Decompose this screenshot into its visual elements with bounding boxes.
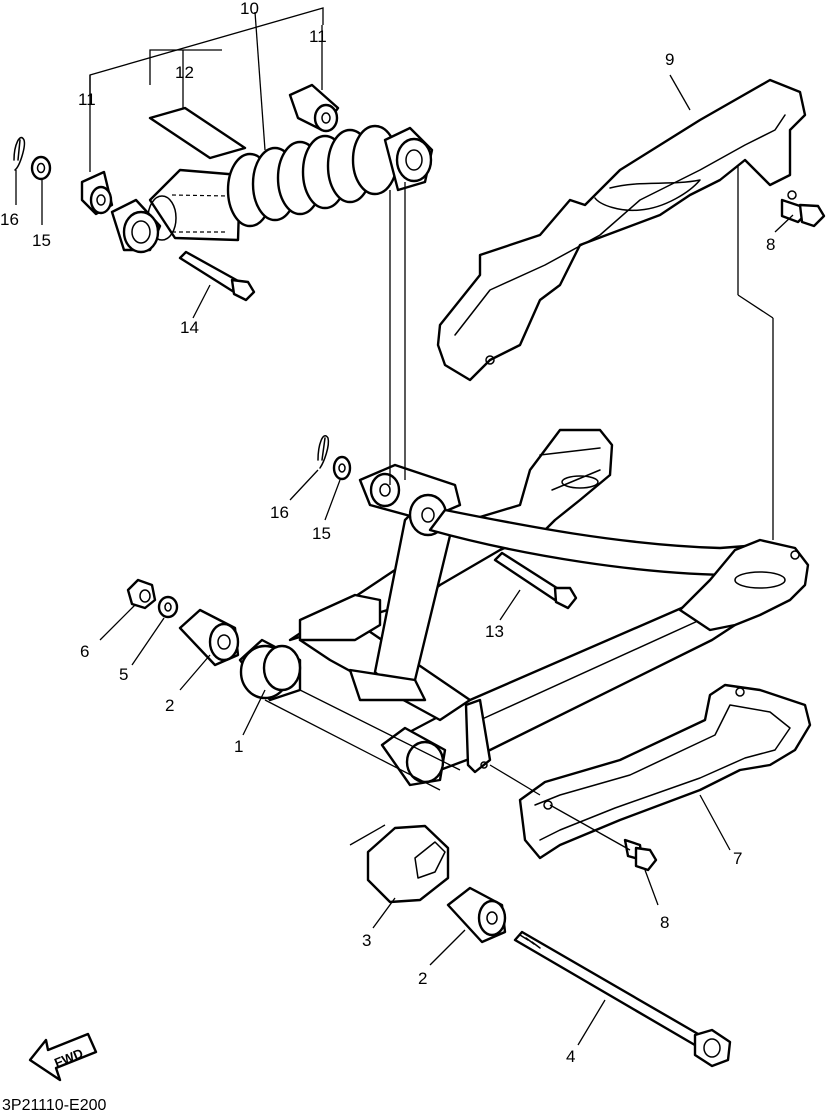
nut-6 [126,578,157,610]
callout-11-right: 11 [309,27,327,46]
callout-16-upper: 16 [0,210,19,229]
washer-5 [157,595,179,619]
swingarm-bracket [464,698,492,774]
washer-lower [332,455,352,481]
callout-15-lower: 15 [312,524,331,543]
callout-15-upper: 15 [32,231,51,250]
callout-7: 7 [733,849,742,868]
callout-9: 9 [665,50,674,69]
callout-2-left: 2 [165,696,174,715]
chain-case [436,78,807,382]
bolt-8-upper [780,198,826,228]
callout-12: 12 [175,63,194,82]
bushing-2-left [178,608,240,667]
bolt-14 [178,250,256,302]
bushing-2-lower [446,886,507,944]
callout-13: 13 [485,622,504,641]
callout-2-lower: 2 [418,969,427,988]
shock-spring [226,124,399,228]
callout-3: 3 [362,931,371,950]
fwd-arrow: FWD [28,1032,98,1082]
cotter-pin-upper [13,136,26,171]
chain-guard [518,683,812,860]
cotter-pin-lower [317,435,330,469]
pivot-shaft [513,930,732,1068]
callout-10: 10 [240,0,259,18]
callout-1: 1 [234,737,243,756]
callout-4: 4 [566,1047,575,1066]
label-sticker [148,106,247,160]
callout-5: 5 [119,665,128,684]
callout-14: 14 [180,318,199,337]
callout-8-lower: 8 [660,913,669,932]
bolt-13 [493,551,578,610]
callout-6: 6 [80,642,89,661]
washer-upper [30,155,52,181]
group-bracket-10-11 [89,7,324,172]
chain-slider [349,824,450,904]
collar-upper-right [288,83,340,133]
drawing-code: 3P21110-E200 [2,1097,106,1113]
rear-shock-absorber [147,124,434,242]
collar-upper-left [80,170,114,216]
callouts: 10 11 12 11 9 16 15 8 14 16 15 13 6 5 2 … [0,0,775,1066]
bolt-8-lower [623,838,658,872]
leader-lines [15,74,794,1046]
shock-lower-bushing [110,198,162,254]
callout-8-upper: 8 [766,235,775,254]
callout-11-left: 11 [78,90,96,109]
callout-16-lower: 16 [270,503,289,522]
